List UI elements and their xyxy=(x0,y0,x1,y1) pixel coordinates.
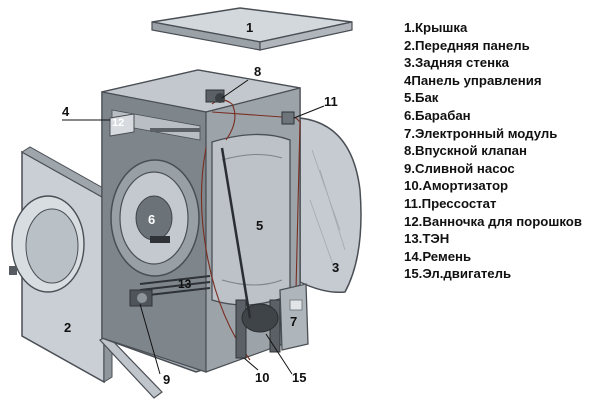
legend-item: 15.Эл.двигатель xyxy=(404,266,512,282)
drain-pump-part xyxy=(129,289,153,307)
callout-2: 2 xyxy=(64,320,71,335)
callout-10: 10 xyxy=(255,370,269,385)
callout-12: 12 xyxy=(112,117,124,129)
legend-item: 11.Прессостат xyxy=(404,195,497,211)
back-wall-part xyxy=(299,117,362,294)
legend-item: 9.Сливной насос xyxy=(404,160,515,176)
pressure-switch-part xyxy=(281,111,295,125)
callout-4: 4 xyxy=(62,104,70,119)
callout-3: 3 xyxy=(332,260,339,275)
powder-tray-part xyxy=(109,113,135,137)
legend-item: 10.Амортизатор xyxy=(404,178,509,194)
callout-6: 6 xyxy=(148,212,155,227)
legend-item: 5.Бак xyxy=(404,90,439,106)
belt-part xyxy=(220,147,252,319)
parts-legend: 1.Крышка 2.Передняя панель 3.Задняя стен… xyxy=(404,19,582,283)
legend-item: 12.Ванночка для порошков xyxy=(404,213,582,229)
legend-item: 2.Передняя панель xyxy=(404,37,530,53)
callout-5: 5 xyxy=(256,218,263,233)
callout-9: 9 xyxy=(163,372,170,387)
legend-item: 6.Барабан xyxy=(404,107,471,123)
front-panel-part xyxy=(9,146,113,384)
leader-lines xyxy=(62,79,325,375)
callout-15: 15 xyxy=(292,370,306,385)
legend-item: 8.Впускной клапан xyxy=(404,143,527,159)
legend-item: 14.Ремень xyxy=(404,248,472,264)
callout-1: 1 xyxy=(246,20,253,35)
legend-item: 1.Крышка xyxy=(404,20,468,35)
motor-part xyxy=(241,303,279,333)
callout-8: 8 xyxy=(254,64,261,79)
legend-item: 13.ТЭН xyxy=(404,231,450,247)
lid-part xyxy=(151,7,353,51)
callout-11: 11 xyxy=(324,94,338,109)
callout-7: 7 xyxy=(290,314,297,329)
legend-item: 3.Задняя стенка xyxy=(404,55,510,71)
drum-part xyxy=(110,159,200,277)
callout-13: 13 xyxy=(178,277,192,291)
legend-item: 4Панель управления xyxy=(404,72,542,88)
inlet-valve-part xyxy=(205,89,225,103)
electronic-module-part xyxy=(279,283,309,351)
legend-item: 7.Электронный модуль xyxy=(404,125,558,141)
